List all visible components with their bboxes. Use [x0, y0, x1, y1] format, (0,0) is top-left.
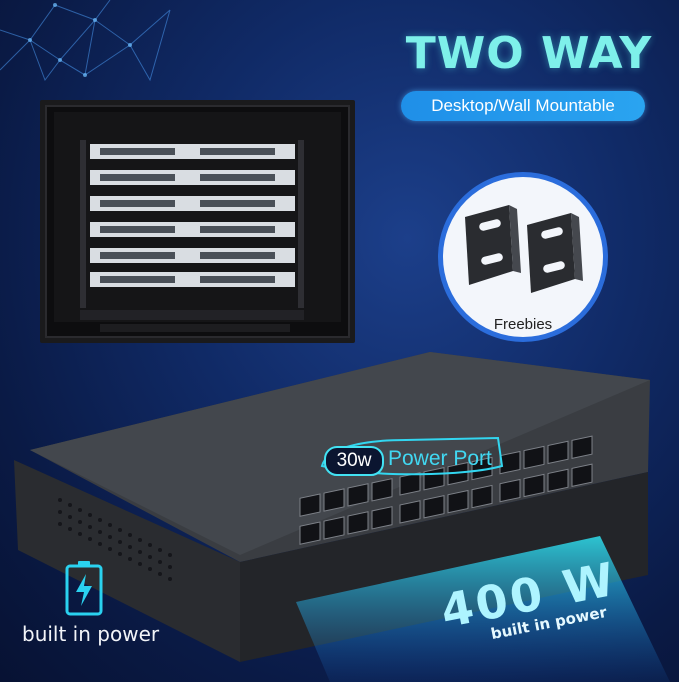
power-port-text: Power Port — [388, 447, 492, 470]
power-port-value: 30w — [324, 446, 384, 476]
feature-label: built in power — [22, 622, 160, 646]
hero-title: TWO WAY — [405, 28, 653, 79]
battery-charging-icon — [65, 561, 103, 616]
mounting-badge: Desktop/Wall Mountable — [401, 91, 645, 121]
freebies-circle: Freebies — [438, 172, 608, 342]
wall-cabinet-image — [40, 100, 355, 343]
freebies-label: Freebies — [493, 316, 553, 333]
network-mesh-decoration — [0, 0, 171, 82]
mounting-bracket-icon — [465, 205, 583, 293]
total-power-stamp: 400 W built in power — [430, 548, 640, 658]
